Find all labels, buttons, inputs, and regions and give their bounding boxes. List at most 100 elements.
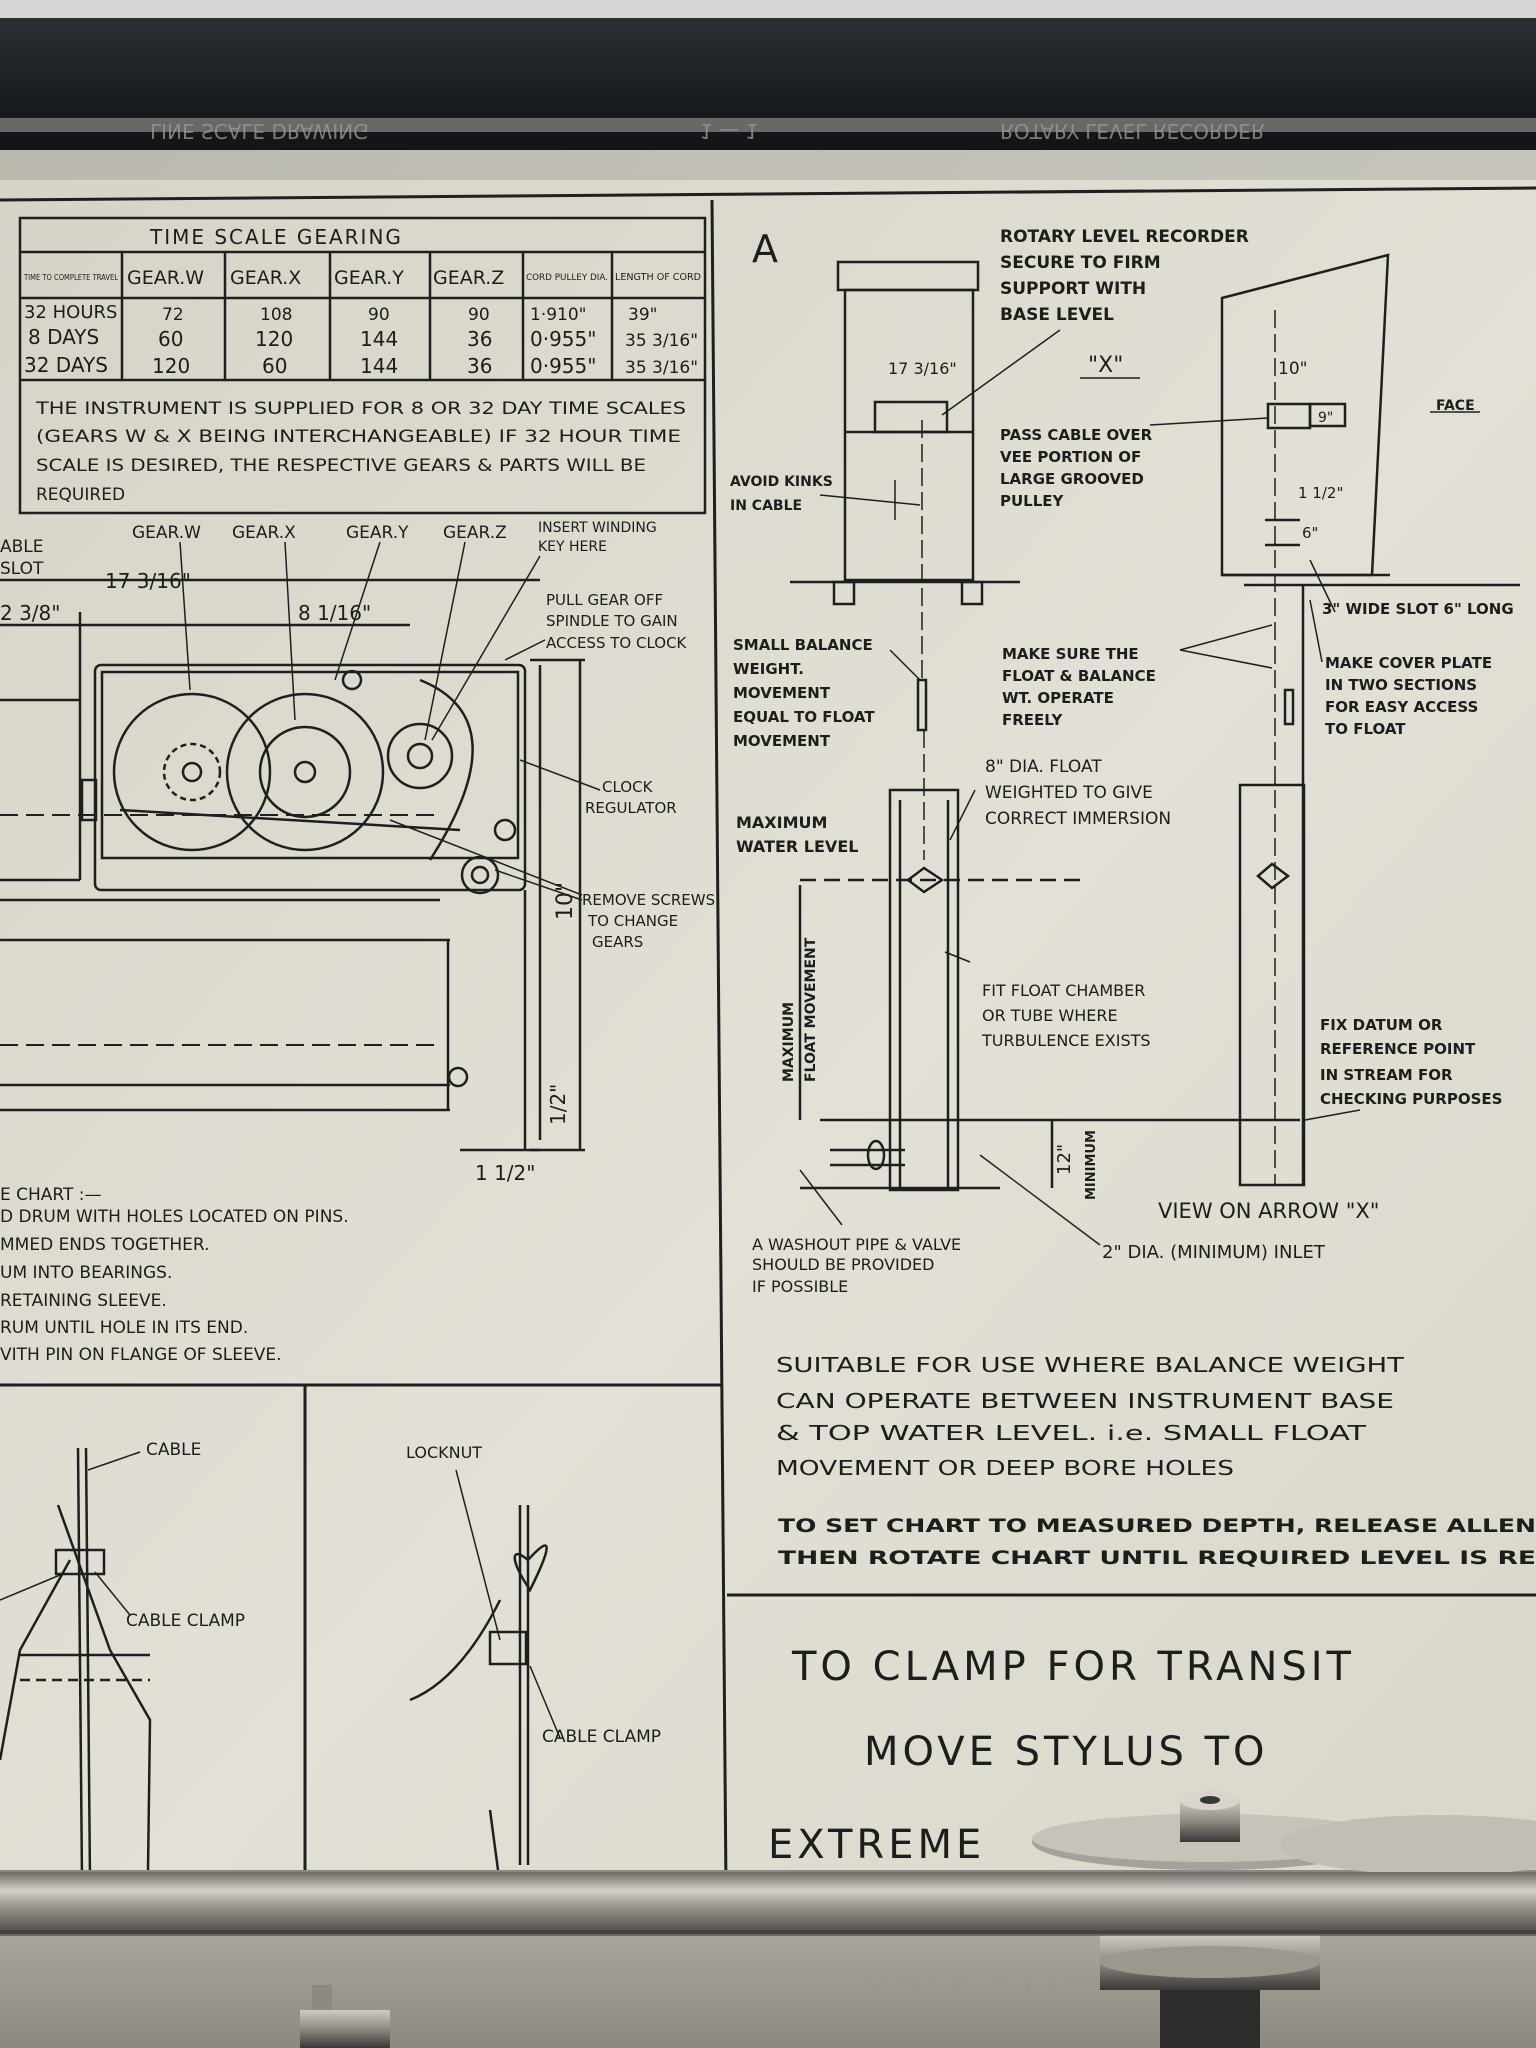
fit-chamber-label: FIT FLOAT CHAMBER (982, 981, 1145, 1000)
max-float-movement-label: MAXIMUM (781, 1002, 797, 1082)
time-scale-table: TIME SCALE GEARING TIME TO COMPLETE TRAV… (18, 216, 707, 515)
instruction-line: RETAINING SLEEVE. (0, 1291, 167, 1311)
small-balance-label: MOVEMENT (733, 684, 831, 702)
table-header-gear-z: GEAR.Z (433, 267, 504, 289)
table-cell: 35 3/16" (625, 331, 698, 351)
remove-screws-label: GEARS (592, 933, 643, 951)
suitable-note: & TOP WATER LEVEL. i.e. SMALL FLOAT (776, 1421, 1367, 1445)
header-note: SECURE TO FIRM (1000, 253, 1161, 273)
chart-instructions: E CHART :— D DRUM WITH HOLES LOCATED ON … (0, 1185, 349, 1365)
header-note: ROTARY LEVEL RECORDER (1000, 227, 1249, 247)
pass-cable-label: PASS CABLE OVER (1000, 426, 1153, 444)
section-letter: A (752, 227, 778, 271)
table-header-gear-w: GEAR.W (127, 267, 204, 289)
table-cell: 39" (628, 305, 657, 325)
minimum-label: MINIMUM (1084, 1130, 1099, 1200)
table-cell: 60 (262, 354, 287, 378)
max-water-label: WATER LEVEL (736, 837, 858, 856)
header-note: SUPPORT WITH (1000, 279, 1146, 299)
make-sure-label: WT. OPERATE (1002, 689, 1114, 707)
installation-diagram: A ROTARY LEVEL RECORDER SECURE TO FIRM S… (730, 227, 1536, 1569)
avoid-kinks-label: AVOID KINKS (730, 474, 833, 490)
make-sure-label: FLOAT & BALANCE (1002, 667, 1156, 685)
instruction-line: E CHART :— (0, 1185, 102, 1205)
small-balance-label: MOVEMENT (733, 732, 831, 750)
clamp-line: MOVE STYLUS TO (864, 1729, 1269, 1775)
max-water-label: MAXIMUM (736, 813, 827, 832)
table-cell: 60 (158, 327, 183, 351)
clock-regulator-label: CLOCK (602, 778, 654, 796)
table-cell: 8 DAYS (28, 325, 99, 349)
arrow-x-label: "X" (1088, 353, 1123, 378)
table-cell: 36 (467, 354, 492, 378)
table-cell: 35 3/16" (625, 358, 698, 378)
locknut-label: LOCKNUT (406, 1443, 482, 1462)
avoid-kinks-label: IN CABLE (730, 498, 802, 514)
winding-key-label: INSERT WINDING (538, 520, 657, 536)
table-cell: 0·955" (530, 327, 596, 351)
float-dia-label: CORRECT IMMERSION (985, 809, 1171, 829)
dimension-label: 2 3/8" (0, 601, 60, 625)
mirror-text-mid: 1 — 1 (700, 119, 758, 143)
instruction-line: VITH PIN ON FLANGE OF SLEEVE. (0, 1345, 282, 1365)
mirror-text-left: LINE SCALE DRAWING (150, 119, 369, 143)
dimension-label: 10" (553, 882, 578, 920)
dimension-label: 12" (1054, 1144, 1075, 1175)
fit-chamber-label: OR TUBE WHERE (982, 1006, 1118, 1025)
cover-plate-label: IN TWO SECTIONS (1325, 676, 1477, 694)
mirror-text-right: ROTARY LEVEL RECORDER (1000, 119, 1265, 143)
make-sure-label: MAKE SURE THE (1002, 645, 1139, 663)
slot-label: 3" WIDE SLOT 6" LONG (1322, 600, 1514, 618)
left-cut-label: SLOT (0, 559, 44, 579)
pull-gear-label: SPINDLE TO GAIN (546, 612, 678, 630)
set-chart-note: THEN ROTATE CHART UNTIL REQUIRED LEVEL I… (778, 1547, 1536, 1569)
table-row: 32 DAYS 120 60 144 36 0·955" 35 3/16" (24, 353, 698, 378)
view-arrow-label: VIEW ON ARROW "X" (1158, 1199, 1379, 1223)
gear-x-label: GEAR.X (232, 523, 296, 543)
table-cell: 144 (360, 354, 398, 378)
dimension-label: 1/2" (546, 1084, 570, 1125)
table-cell: 120 (255, 327, 293, 351)
suitable-note: MOVEMENT OR DEEP BORE HOLES (776, 1456, 1234, 1480)
dimension-label: 9" (1318, 410, 1333, 426)
float-dia-label: WEIGHTED TO GIVE (985, 783, 1153, 803)
instruction-line: MMED ENDS TOGETHER. (0, 1235, 210, 1255)
drawing-paper (0, 150, 1536, 1890)
washout-label: SHOULD BE PROVIDED (752, 1255, 934, 1274)
make-sure-label: FREELY (1002, 711, 1064, 729)
fix-datum-label: REFERENCE POINT (1320, 1040, 1476, 1058)
fit-chamber-label: TURBULENCE EXISTS (981, 1031, 1151, 1050)
remove-screws-label: REMOVE SCREWS (582, 891, 715, 909)
dimension-label: 10" (1278, 359, 1307, 379)
instrument-mechanism: MOVE STYLUS TO (0, 1790, 1536, 2048)
table-header-pulley: CORD PULLEY DIA. (526, 273, 608, 283)
table-note-line: SCALE IS DESIRED, THE RESPECTIVE GEARS &… (36, 456, 646, 476)
left-cut-label: ABLE (0, 537, 44, 557)
table-header-gear-y: GEAR.Y (334, 267, 404, 289)
fix-datum-label: CHECKING PURPOSES (1320, 1090, 1502, 1108)
header-note: BASE LEVEL (1000, 305, 1114, 325)
float-dia-label: 8" DIA. FLOAT (985, 757, 1102, 777)
housing-top: LINE SCALE DRAWING 1 — 1 ROTARY LEVEL RE… (0, 0, 1536, 165)
suitable-note: SUITABLE FOR USE WHERE BALANCE WEIGHT (776, 1353, 1405, 1377)
table-cell: 32 DAYS (24, 353, 108, 377)
cable-clamp-label: CABLE CLAMP (126, 1611, 245, 1631)
instruction-line: RUM UNTIL HOLE IN ITS END. (0, 1318, 248, 1338)
suitable-note: CAN OPERATE BETWEEN INSTRUMENT BASE (776, 1389, 1394, 1413)
max-float-movement-label: FLOAT MOVEMENT (803, 937, 819, 1082)
leader-lines (179, 541, 601, 901)
clamp-line: TO CLAMP FOR TRANSIT (791, 1644, 1355, 1690)
table-row: 8 DAYS 60 120 144 36 0·955" 35 3/16" (28, 325, 698, 351)
pull-gear-label: ACCESS TO CLOCK (546, 634, 688, 652)
face-label: FACE (1436, 398, 1475, 414)
gear-y-label: GEAR.Y (346, 523, 409, 543)
table-cell: 32 HOURS (24, 302, 117, 323)
dimension-label: 17 3/16" (888, 359, 957, 378)
table-cell: 90 (368, 305, 390, 325)
table-header-length: LENGTH OF CORD (615, 272, 701, 283)
cover-plate-label: MAKE COVER PLATE (1325, 654, 1492, 672)
pull-gear-label: PULL GEAR OFF (546, 591, 663, 609)
panel-borders (0, 186, 1536, 1889)
gear-assembly-drawing: GEAR.W GEAR.X GEAR.Y GEAR.Z INSERT WINDI… (0, 520, 715, 1185)
gear-z-label: GEAR.Z (443, 523, 507, 543)
